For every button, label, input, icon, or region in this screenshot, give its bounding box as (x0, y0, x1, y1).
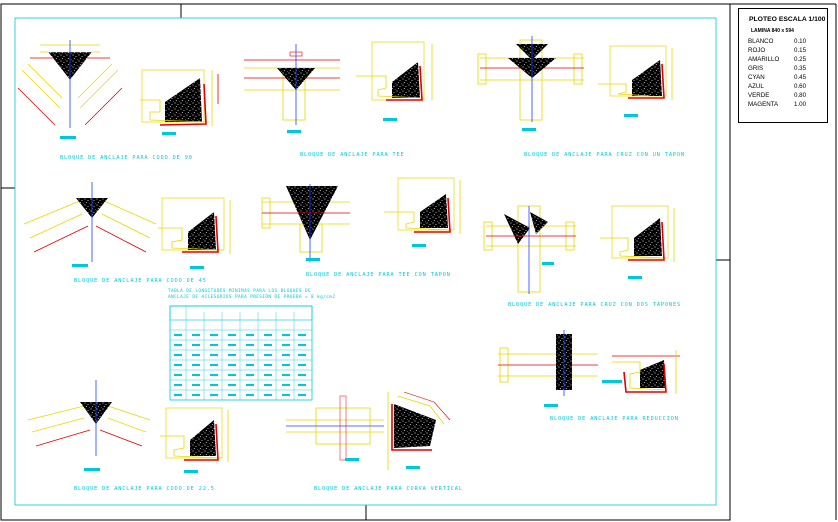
table-note-line1: TABLA DE LONGITUDES MINIMAS PARA LOS BLO… (168, 289, 312, 294)
min-length-table (169, 305, 313, 401)
detail-curva-vertical-section (387, 391, 451, 470)
legend-pen-width: 0.10 (794, 38, 807, 45)
legend-row: AZUL 0.60 (748, 83, 826, 92)
legend-row: BLANCO 0.10 (748, 38, 826, 47)
legend-pen-width: 0.15 (794, 47, 807, 54)
caption-tee: BLOQUE DE ANCLAJE PARA TEE (300, 152, 405, 158)
legend-pen-width: 0.60 (794, 83, 807, 90)
caption-reduccion: BLOQUE DE ANCLAJE PARA REDUCCION (550, 416, 679, 422)
legend-title: PLOTEO ESCALA 1/100 (749, 16, 826, 23)
legend-color-name: BLANCO (748, 38, 774, 45)
legend-color-name: GRIS (748, 65, 764, 72)
plot-scale-legend: PLOTEO ESCALA 1/100 LAMINA 840 x 594 BLA… (738, 8, 828, 123)
legend-row: VERDE 0.80 (748, 92, 826, 101)
detail-tee-tapon-section (384, 177, 461, 247)
legend-pen-width: 0.45 (794, 74, 807, 81)
caption-tee-tapon: BLOQUE DE ANCLAJE PARA TEE CON TAPON (306, 272, 451, 278)
legend-row: CYAN 0.45 (748, 74, 826, 83)
legend-row: MAGENTA 1.00 (748, 101, 826, 110)
legend-color-name: ROJO (748, 47, 766, 54)
legend-color-name: AZUL (748, 83, 764, 90)
legend-row: GRIS 0.35 (748, 65, 826, 74)
detail-codo-90-section (140, 69, 219, 135)
caption-codo-45: BLOQUE DE ANCLAJE PARA CODO DE 45 (74, 278, 207, 284)
detail-reduccion-plan (498, 330, 598, 407)
legend-color-name: MAGENTA (748, 101, 779, 108)
detail-cruz-tapones-plan (483, 205, 576, 294)
caption-curva-vertical: BLOQUE DE ANCLAJE PARA CURVA VERTICAL (314, 486, 463, 492)
legend-row: AMARILLO 0.25 (748, 56, 826, 65)
legend-pen-width: 0.35 (794, 65, 807, 72)
caption-codo-90: BLOQUE DE ANCLAJE PARA CODO DE 90 (60, 155, 193, 161)
sheet-frame (0, 3, 837, 521)
caption-cruz-tapones: BLOQUE DE ANCLAJE PARA CRUZ CON DOS TAPO… (508, 302, 681, 308)
legend-pen-width: 0.80 (794, 92, 807, 99)
detail-tee-section (356, 41, 433, 121)
detail-tee-plan (244, 44, 340, 133)
table-note-line2: ANCLAJE DE ACCESORIOS PARA PRESION DE PR… (168, 295, 336, 300)
detail-cruz-tapon-section (598, 45, 673, 117)
detail-reduccion-section (602, 350, 680, 394)
detail-codo-225-plan (27, 380, 151, 471)
detail-codo-225-section (160, 407, 229, 473)
detail-cruz-tapon-plan (477, 36, 584, 131)
legend-color-name: CYAN (748, 74, 765, 81)
drawing-border (14, 17, 717, 506)
legend-color-name: VERDE (748, 92, 770, 99)
caption-codo-225: BLOQUE DE ANCLAJE PARA CODO DE 22.5 (74, 486, 215, 492)
detail-tee-tapon-plan (261, 184, 350, 262)
legend-row: ROJO 0.15 (748, 47, 826, 56)
legend-color-name: AMARILLO (748, 56, 780, 63)
detail-codo-45-plan (23, 182, 157, 267)
legend-pen-width: 1.00 (794, 101, 807, 108)
legend-subtitle: LAMINA 840 x 594 (751, 28, 794, 34)
detail-codo-45-section (158, 197, 231, 269)
caption-cruz-tapon: BLOQUE DE ANCLAJE PARA CRUZ CON UN TAPON (524, 152, 685, 158)
detail-curva-vertical-plan (286, 395, 384, 461)
legend-pen-width: 0.25 (794, 56, 807, 63)
detail-cruz-tapones-section (600, 205, 675, 279)
detail-codo-90-plan (17, 40, 123, 139)
